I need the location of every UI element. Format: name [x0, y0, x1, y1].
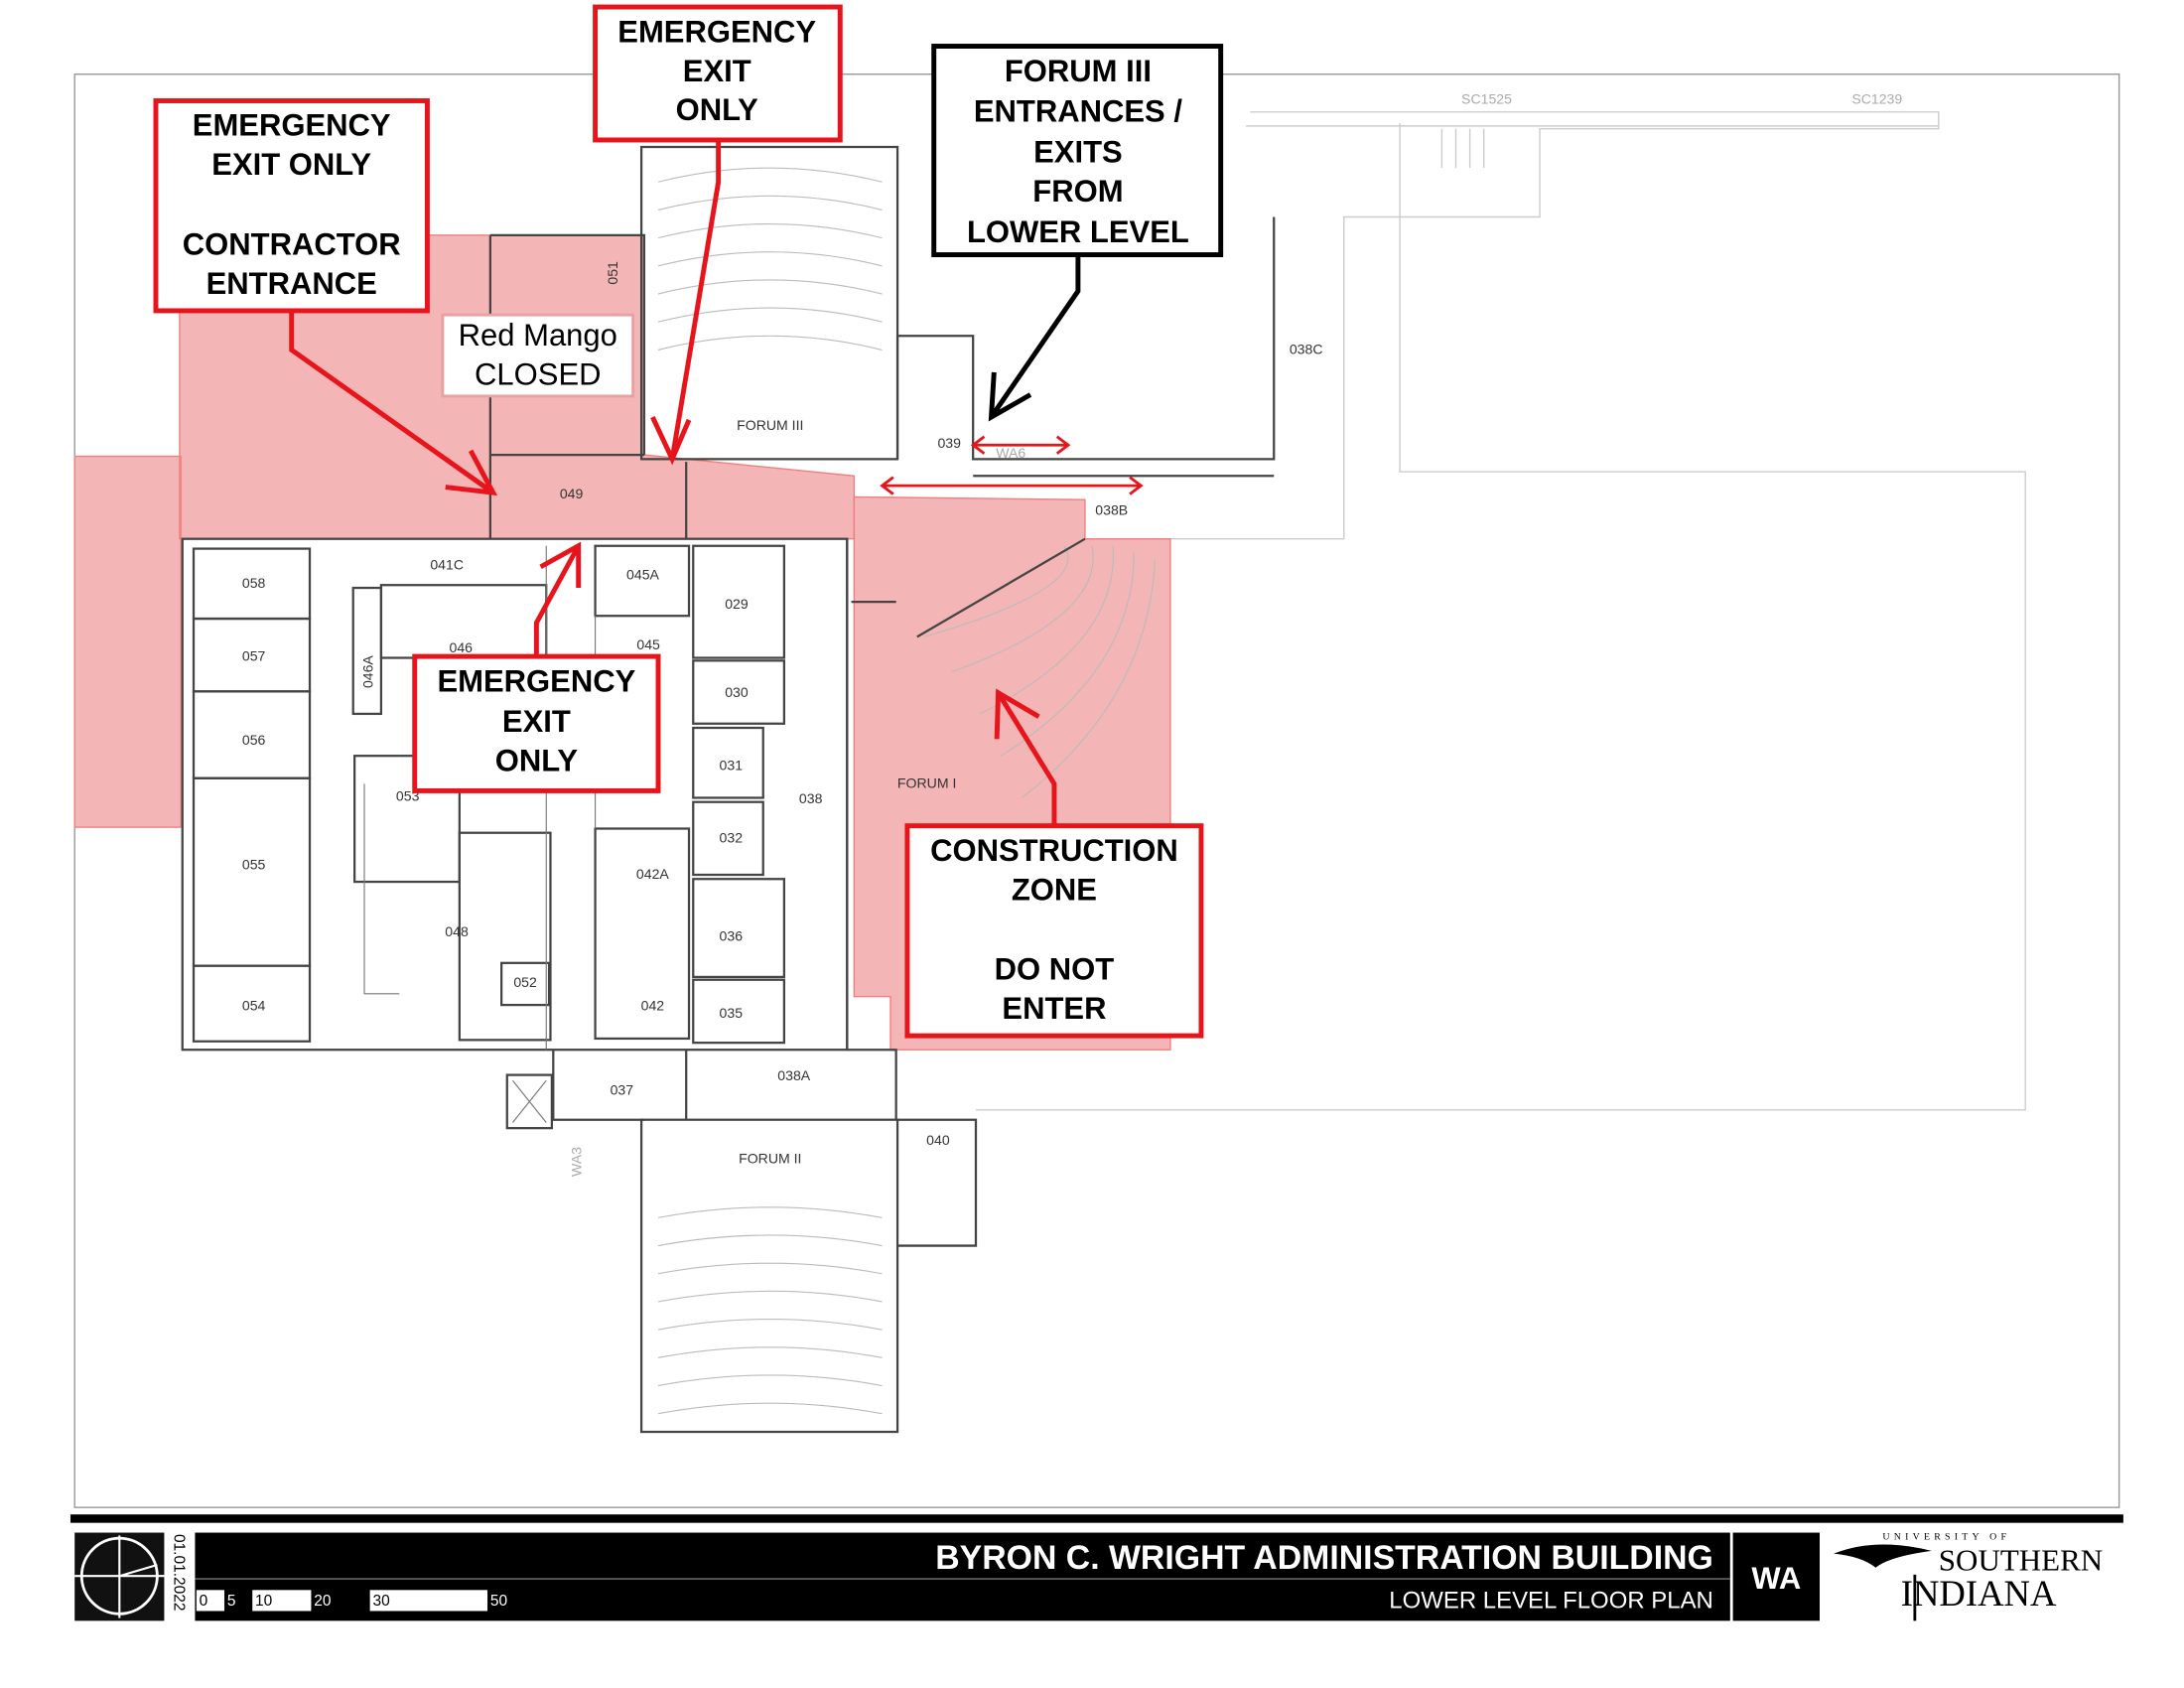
svg-text:FROM: FROM [1032, 174, 1123, 209]
room-label: 031 [720, 757, 744, 773]
svg-text:EMERGENCY: EMERGENCY [437, 663, 635, 698]
svg-text:ENTER: ENTER [1002, 991, 1106, 1026]
callout-emergency-exit-top: EMERGENCY EXIT ONLY [593, 4, 843, 143]
usi-logo: UNIVERSITY OF SOUTHERN INDIANA [1834, 1532, 2103, 1621]
svg-text:EXIT ONLY: EXIT ONLY [211, 147, 371, 182]
svg-text:ENTRANCE: ENTRANCE [206, 266, 377, 301]
svg-text:EXITS: EXITS [1033, 135, 1123, 170]
svg-text:20: 20 [314, 1593, 332, 1610]
room-label: 055 [242, 856, 266, 872]
room-label: 038C [1290, 342, 1323, 357]
room-label: 045A [626, 567, 659, 583]
entrance-arrows [880, 435, 1144, 495]
callout-construction-zone: CONSTRUCTION ZONE DO NOT ENTER [904, 823, 1204, 1039]
room-label: 057 [242, 647, 266, 663]
callout-red-mango-closed: Red Mango CLOSED [441, 313, 635, 398]
date: 01.01.2022 [170, 1534, 187, 1612]
svg-text:50: 50 [490, 1593, 508, 1610]
callout-contractor-entrance: EMERGENCY EXIT ONLY CONTRACTOR ENTRANCE [153, 98, 430, 314]
room-label: WA3 [568, 1147, 584, 1177]
room-label: 038A [777, 1067, 810, 1083]
room-label: 039 [937, 435, 961, 451]
svg-text:EXIT: EXIT [502, 704, 571, 739]
forum-ii [639, 1118, 899, 1434]
room-label: 042A [636, 866, 669, 882]
svg-text:ZONE: ZONE [1012, 872, 1097, 907]
svg-text:DO NOT: DO NOT [995, 952, 1115, 987]
room-label: 056 [242, 732, 266, 748]
svg-text:EXIT: EXIT [683, 54, 751, 88]
room-label: 036 [720, 927, 744, 943]
svg-text:INDIANA: INDIANA [1901, 1573, 2057, 1614]
arrow-exit-top [650, 139, 722, 466]
room-label: 042 [641, 998, 665, 1014]
room-label: 040 [926, 1132, 950, 1148]
room-label: 052 [513, 974, 537, 990]
svg-text:CONSTRUCTION: CONSTRUCTION [930, 833, 1178, 868]
adjacent-building: SC1525 SC1239 [976, 90, 2026, 1111]
room-label: 030 [725, 684, 749, 700]
room-label: 032 [720, 830, 744, 846]
svg-text:30: 30 [372, 1593, 390, 1610]
room-label: FORUM II [739, 1150, 801, 1166]
svg-text:CONTRACTOR: CONTRACTOR [183, 227, 401, 262]
svg-text:0: 0 [200, 1593, 208, 1610]
svg-text:10: 10 [255, 1593, 273, 1610]
room-label: SC1525 [1461, 90, 1512, 106]
arrow-construction [994, 688, 1057, 826]
room-labels: 051 FORUM III 039 WA6 038C 038B 049 041C… [242, 261, 1323, 1177]
svg-text:EMERGENCY: EMERGENCY [193, 108, 391, 143]
room-label: FORUM I [897, 775, 956, 791]
building-title: BYRON C. WRIGHT ADMINISTRATION BUILDING [935, 1539, 1713, 1577]
callout-emergency-exit-mid: EMERGENCY EXIT ONLY [412, 653, 661, 793]
room-label: 051 [605, 261, 620, 285]
room-label: 058 [242, 575, 266, 591]
svg-text:Red Mango: Red Mango [459, 318, 617, 352]
room-label: 046 [450, 639, 474, 655]
floor-plan-subtitle: LOWER LEVEL FLOOR PLAN [1389, 1588, 1713, 1615]
room-label: 048 [445, 923, 469, 939]
forum-iii [639, 145, 899, 461]
svg-text:LOWER LEVEL: LOWER LEVEL [967, 214, 1189, 249]
svg-text:ONLY: ONLY [676, 92, 759, 127]
arrow-contractor [289, 310, 498, 496]
room-label: 041C [430, 557, 464, 573]
callout-forum3-entrances: FORUM III ENTRANCES / EXITS FROM LOWER L… [931, 44, 1224, 258]
room-label: 049 [560, 486, 584, 501]
svg-text:UNIVERSITY OF: UNIVERSITY OF [1882, 1532, 2010, 1543]
room-label: 054 [242, 998, 266, 1014]
svg-text:ENTRANCES /: ENTRANCES / [974, 94, 1183, 129]
building-walls [181, 216, 1276, 1247]
room-label: SC1239 [1851, 90, 1902, 106]
svg-text:EMERGENCY: EMERGENCY [617, 14, 816, 49]
room-label: 029 [725, 596, 749, 612]
svg-text:CLOSED: CLOSED [475, 357, 601, 392]
forum-i [851, 537, 1156, 798]
room-label: 037 [611, 1081, 634, 1097]
room-label: FORUM III [737, 417, 803, 433]
arrow-forum3 [988, 254, 1081, 422]
room-label: WA6 [996, 445, 1025, 461]
room-label: 046A [359, 655, 375, 688]
title-block: 01.01.2022 BYRON C. WRIGHT ADMINISTRATIO… [69, 1514, 2123, 1621]
room-label: 038B [1095, 502, 1128, 518]
svg-text:5: 5 [227, 1593, 236, 1610]
closed-zone [73, 455, 183, 828]
scale-bar: 0 5 10 20 30 50 [196, 1590, 508, 1612]
room-label: 038 [799, 790, 823, 806]
svg-text:FORUM III: FORUM III [1005, 54, 1152, 88]
room-label: 035 [720, 1005, 744, 1021]
svg-text:SOUTHERN: SOUTHERN [1939, 1543, 2103, 1578]
room-label: 045 [636, 636, 660, 652]
building-code: WA [1751, 1561, 1801, 1596]
arrow-exit-mid [533, 541, 582, 657]
svg-text:ONLY: ONLY [495, 744, 579, 778]
